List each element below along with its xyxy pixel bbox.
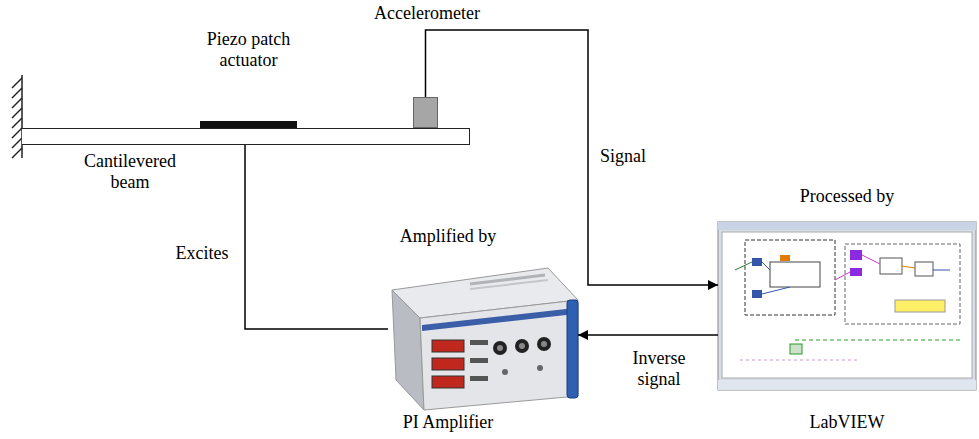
signal-arrow <box>245 129 388 329</box>
node-label: PI Amplifier <box>353 412 543 433</box>
edge-label: Excites <box>165 243 239 264</box>
edge-label: Inverse signal <box>612 348 706 389</box>
labview-panel: Processed byLabVIEW <box>718 222 976 390</box>
node-label: LabVIEW <box>718 412 976 433</box>
accelerometer-box: Accelerometer <box>413 97 438 128</box>
node-label: Accelerometer <box>347 3 507 24</box>
node-label: Cantilevered beam <box>75 151 185 192</box>
node-label: Piezo patch actuator <box>189 29 309 70</box>
node-label: Amplified by <box>353 226 543 247</box>
edge-label: Signal <box>596 146 650 167</box>
amplifier-unit: Amplified byPI Amplifier <box>388 268 578 410</box>
beam: Cantilevered beam <box>22 128 470 145</box>
fixed-wall <box>12 75 22 158</box>
labview-screenshot <box>718 222 976 390</box>
amplifier-picture <box>392 268 578 410</box>
signal-arrow <box>578 334 718 336</box>
signal-arrow <box>426 30 719 285</box>
node-label: Processed by <box>718 186 976 207</box>
